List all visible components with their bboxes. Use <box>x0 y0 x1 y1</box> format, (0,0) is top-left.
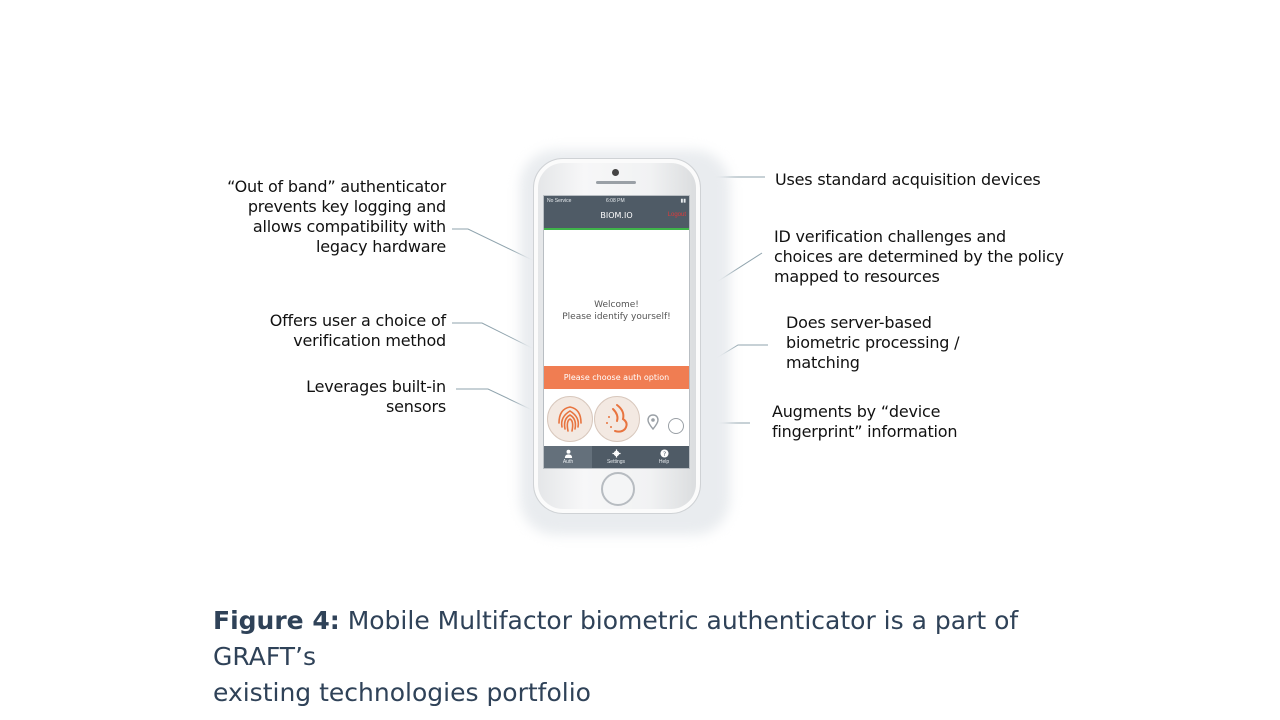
tab-auth[interactable]: Auth <box>544 446 592 468</box>
figure-label: Figure 4: <box>213 606 340 635</box>
earpiece <box>596 181 636 184</box>
annotation-policy: ID verification challenges and choices a… <box>774 227 1064 286</box>
user-icon <box>564 449 572 458</box>
caption-text: Mobile Multifactor biometric authenticat… <box>213 606 1019 671</box>
device-fingerprint-icon <box>668 418 684 434</box>
fingerprint-icon <box>558 406 582 432</box>
home-button <box>601 472 635 506</box>
welcome-message: Welcome! Please identify yourself! <box>562 300 671 322</box>
status-carrier: No Service <box>547 198 572 204</box>
annotation-fingerprint: Augments by “device fingerprint” informa… <box>772 402 958 441</box>
tab-settings[interactable]: Settings <box>592 446 640 468</box>
location-pin-icon <box>647 414 659 430</box>
phone-screen: No Service 6:08 PM ▮▮ BIOM.IO Logout Wel… <box>543 195 690 469</box>
face-auth-button[interactable] <box>594 396 640 442</box>
annotation-sensors: Leverages built-in sensors <box>306 377 446 416</box>
battery-icon: ▮▮ <box>680 198 686 204</box>
app-bar: BIOM.IO Logout <box>544 206 689 230</box>
annotation-choice: Offers user a choice of verification met… <box>269 311 447 350</box>
camera-icon <box>612 169 619 176</box>
annotation-out-of-band: “Out of band” authenticator prevents key… <box>227 177 446 256</box>
annotation-devices: Uses standard acquisition devices <box>775 170 1041 189</box>
caption-text-line2: existing technologies portfolio <box>213 678 591 707</box>
help-icon: ? <box>659 449 669 458</box>
choose-auth-banner: Please choose auth option <box>544 366 689 389</box>
logout-button[interactable]: Logout <box>667 212 686 218</box>
figure-caption: Figure 4: Mobile Multifactor biometric a… <box>213 603 1113 711</box>
tab-bar: Auth Settings ? Help <box>544 446 689 468</box>
status-bar: No Service 6:08 PM ▮▮ <box>544 196 689 206</box>
annotation-server: Does server-based biometric processing /… <box>786 313 960 372</box>
face-icon <box>606 404 628 433</box>
svg-text:?: ? <box>662 451 665 458</box>
tab-help[interactable]: ? Help <box>658 449 670 465</box>
app-title: BIOM.IO <box>600 211 633 220</box>
fingerprint-auth-button[interactable] <box>547 396 593 442</box>
gear-icon <box>611 449 621 458</box>
status-time: 6:08 PM <box>606 198 625 204</box>
